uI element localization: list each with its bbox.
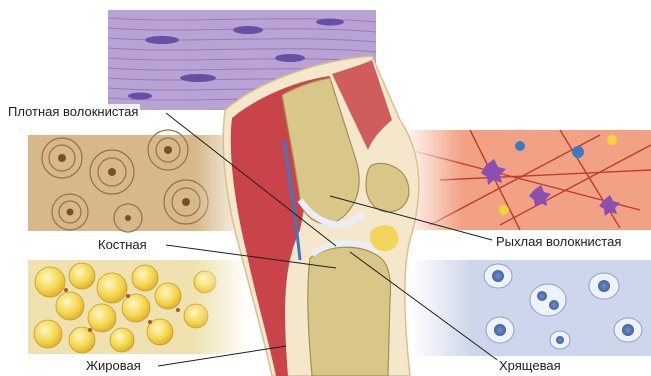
cartilage-tissue-panel xyxy=(412,260,651,356)
label-adipose: Жировая xyxy=(84,358,143,373)
adipose-tissue-panel xyxy=(28,260,248,354)
label-cartilage: Хрящевая xyxy=(497,358,563,373)
label-dense-fibrous: Плотная волокнистая xyxy=(6,104,140,119)
label-loose-fibrous: Рыхлая волокнистая xyxy=(494,234,623,249)
loose-fibrous-tissue-panel xyxy=(402,130,651,230)
knee-joint-illustration xyxy=(223,56,418,376)
label-bone: Костная xyxy=(96,237,149,252)
bone-tissue-panel xyxy=(28,130,250,232)
